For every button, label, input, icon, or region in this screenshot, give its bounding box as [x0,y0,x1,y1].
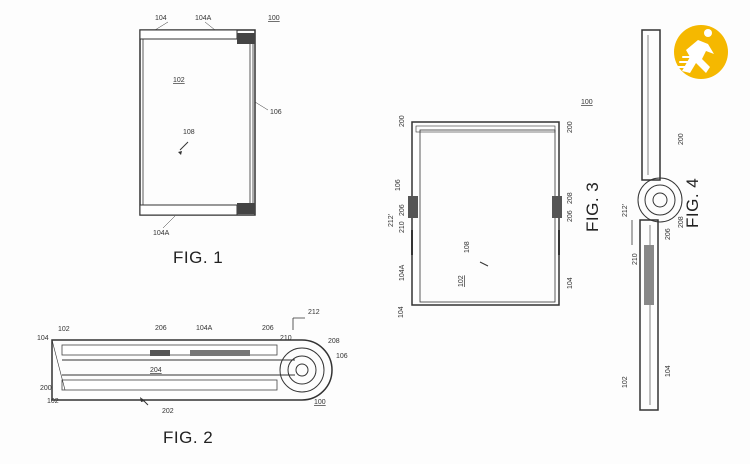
fig2-label-104a: 104A [196,325,213,332]
fig2-label-210: 210 [280,335,292,342]
fig2-label-202: 202 [162,408,174,415]
fig3-label-104-left: 104 [398,306,405,318]
fig2-title: FIG. 2 [163,428,213,447]
fig2-label-206-right: 206 [262,325,274,332]
fig1-label-108: 108 [183,129,195,136]
fig3-label-108: 108 [464,241,471,253]
fig1-label-106: 106 [270,109,282,116]
fig3-title: FIG. 3 [583,182,602,232]
fig4-label-200: 200 [678,133,685,145]
fig3-label-200-right: 200 [567,121,574,133]
fig3-label-100: 100 [581,99,593,106]
fig2-label-212: 212 [308,309,320,316]
fig3-label-200-left: 200 [399,115,406,127]
fig1-label-104a-bottom: 104A [153,230,170,237]
fig3-label-106: 106 [395,179,402,191]
fig3-label-102: 102 [458,275,465,287]
fig4-label-102: 102 [622,376,629,388]
fig2-label-106: 106 [336,353,348,360]
fig1-label-104: 104 [155,15,167,22]
fig4-label-104: 104 [665,365,672,377]
fig-2: 102 104 200 102 206 104A 206 210 212 208… [37,309,348,447]
fig2-label-204: 204 [150,367,162,374]
fig3-label-104-right: 104 [567,277,574,289]
running-person-icon [674,25,728,79]
fig2-label-102-top: 102 [58,326,70,333]
fig-4: 200 212' 208 206 210 102 104 FIG. 4 [622,29,702,411]
fig3-label-104a: 104A [399,264,406,281]
fig3-label-206-left: 206 [399,204,406,216]
fig2-label-206-left: 206 [155,325,167,332]
fig4-title: FIG. 4 [683,178,702,228]
fig1-label-102: 102 [173,77,185,84]
fig2-label-104: 104 [37,335,49,342]
fig3-label-212: 212' [388,214,395,227]
fig2-label-102-bottom: 102 [47,398,59,405]
fig1-title: FIG. 1 [173,248,223,267]
fig1-label-100: 100 [268,15,280,22]
fig-1: 104 104A 100 102 106 108 104A FIG. 1 [139,15,282,267]
fig1-label-104a-top: 104A [195,15,212,22]
fig4-label-206: 206 [665,228,672,240]
fig4-label-208: 208 [678,216,685,228]
fig3-label-208: 208 [567,192,574,204]
fig3-label-206-right: 206 [567,210,574,222]
fig2-label-100: 100 [314,399,326,406]
fig-3: 100 200 200 106 206 212' 210 208 206 108… [388,99,602,318]
fig2-label-200: 200 [40,385,52,392]
fig3-label-210: 210 [399,221,406,233]
fig4-label-210: 210 [632,253,639,265]
fig4-label-212: 212' [622,204,629,217]
fig2-label-208: 208 [328,338,340,345]
